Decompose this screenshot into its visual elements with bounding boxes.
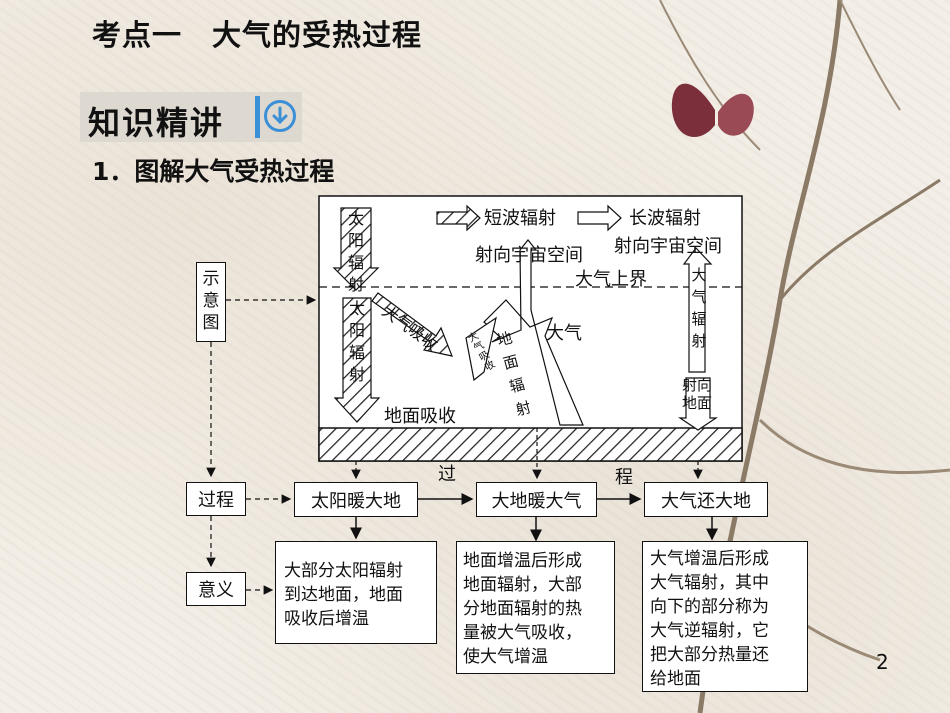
step3-box: [644, 482, 768, 517]
legend-short-wave-label: 短波辐射: [484, 208, 556, 229]
solar-arrow-top: [332, 207, 380, 291]
butterfly-top: [671, 83, 754, 137]
ground-absorb-label: 地面吸收: [384, 406, 456, 427]
meaning-label: 意义: [198, 580, 234, 601]
meaning3-text: 大气增温后形成大气辐射，其中向下的部分称为大气逆辐射，它把大部分热量还给地面: [650, 549, 769, 689]
atmo-radiation-up-arrow: [682, 247, 713, 373]
diagram-label: 示意图: [202, 269, 220, 333]
section-subtitle: 1．图解大气受热过程: [92, 157, 335, 186]
meaning-label-box: [186, 572, 246, 606]
ground-radiation-arrow: [483, 239, 584, 426]
to-ground-label: 射向地面: [682, 376, 713, 412]
atmo-absorb-arrow: [371, 292, 453, 357]
to-space-label-1: 射向宇宙空间: [475, 245, 583, 266]
diagram-frame: [318, 195, 743, 462]
atmo-radiation-label: 大气辐射: [691, 266, 707, 350]
legend-short-wave-icon: [436, 204, 481, 232]
section-badge-label: 知识精讲: [88, 104, 225, 142]
ground-layer: [318, 427, 743, 462]
legend-long-wave-icon: [577, 204, 622, 232]
meaning3-box: [642, 541, 808, 692]
step1-label: 太阳暖大地: [311, 490, 401, 512]
legend-long-wave-label: 长波辐射: [629, 208, 701, 229]
process-label-box: [186, 482, 246, 516]
step3-label: 大气还大地: [661, 490, 751, 512]
small-absorb-arrow: [465, 316, 497, 382]
step2-box: [476, 482, 597, 517]
to-space-label-2: 射向宇宙空间: [614, 236, 722, 257]
step2-label: 大地暖大气: [491, 490, 582, 512]
meaning1-box: [275, 541, 437, 644]
page-title: 考点一 大气的受热过程: [92, 18, 423, 52]
meaning2-text: 地面增温后形成地面辐射，大部分地面辐射的热量被大气吸收，使大气增温: [463, 551, 582, 667]
process-label: 过程: [198, 490, 234, 511]
process-word-1: 过: [438, 464, 456, 485]
meaning1-text: 大部分太阳辐射到达地面，地面吸收后增温: [284, 561, 403, 629]
step1-box: [294, 482, 418, 517]
atmosphere-label: 大气: [546, 323, 582, 344]
atmo-radiation-down-arrow: [678, 377, 718, 431]
process-word-2: 程: [615, 467, 633, 488]
arrow-down-circle-icon[interactable]: [264, 100, 296, 132]
diagram-label-box: [196, 262, 226, 342]
solar-radiation-bottom-label: 太阳辐射: [348, 299, 365, 384]
badge-divider: [255, 96, 260, 138]
solar-radiation-top-label: 太阳辐射: [347, 209, 364, 294]
upper-boundary-label: 大气上界: [575, 269, 647, 290]
page-number: 2: [876, 650, 889, 674]
solar-arrow-bottom: [333, 297, 381, 423]
meaning2-box: [456, 541, 615, 674]
